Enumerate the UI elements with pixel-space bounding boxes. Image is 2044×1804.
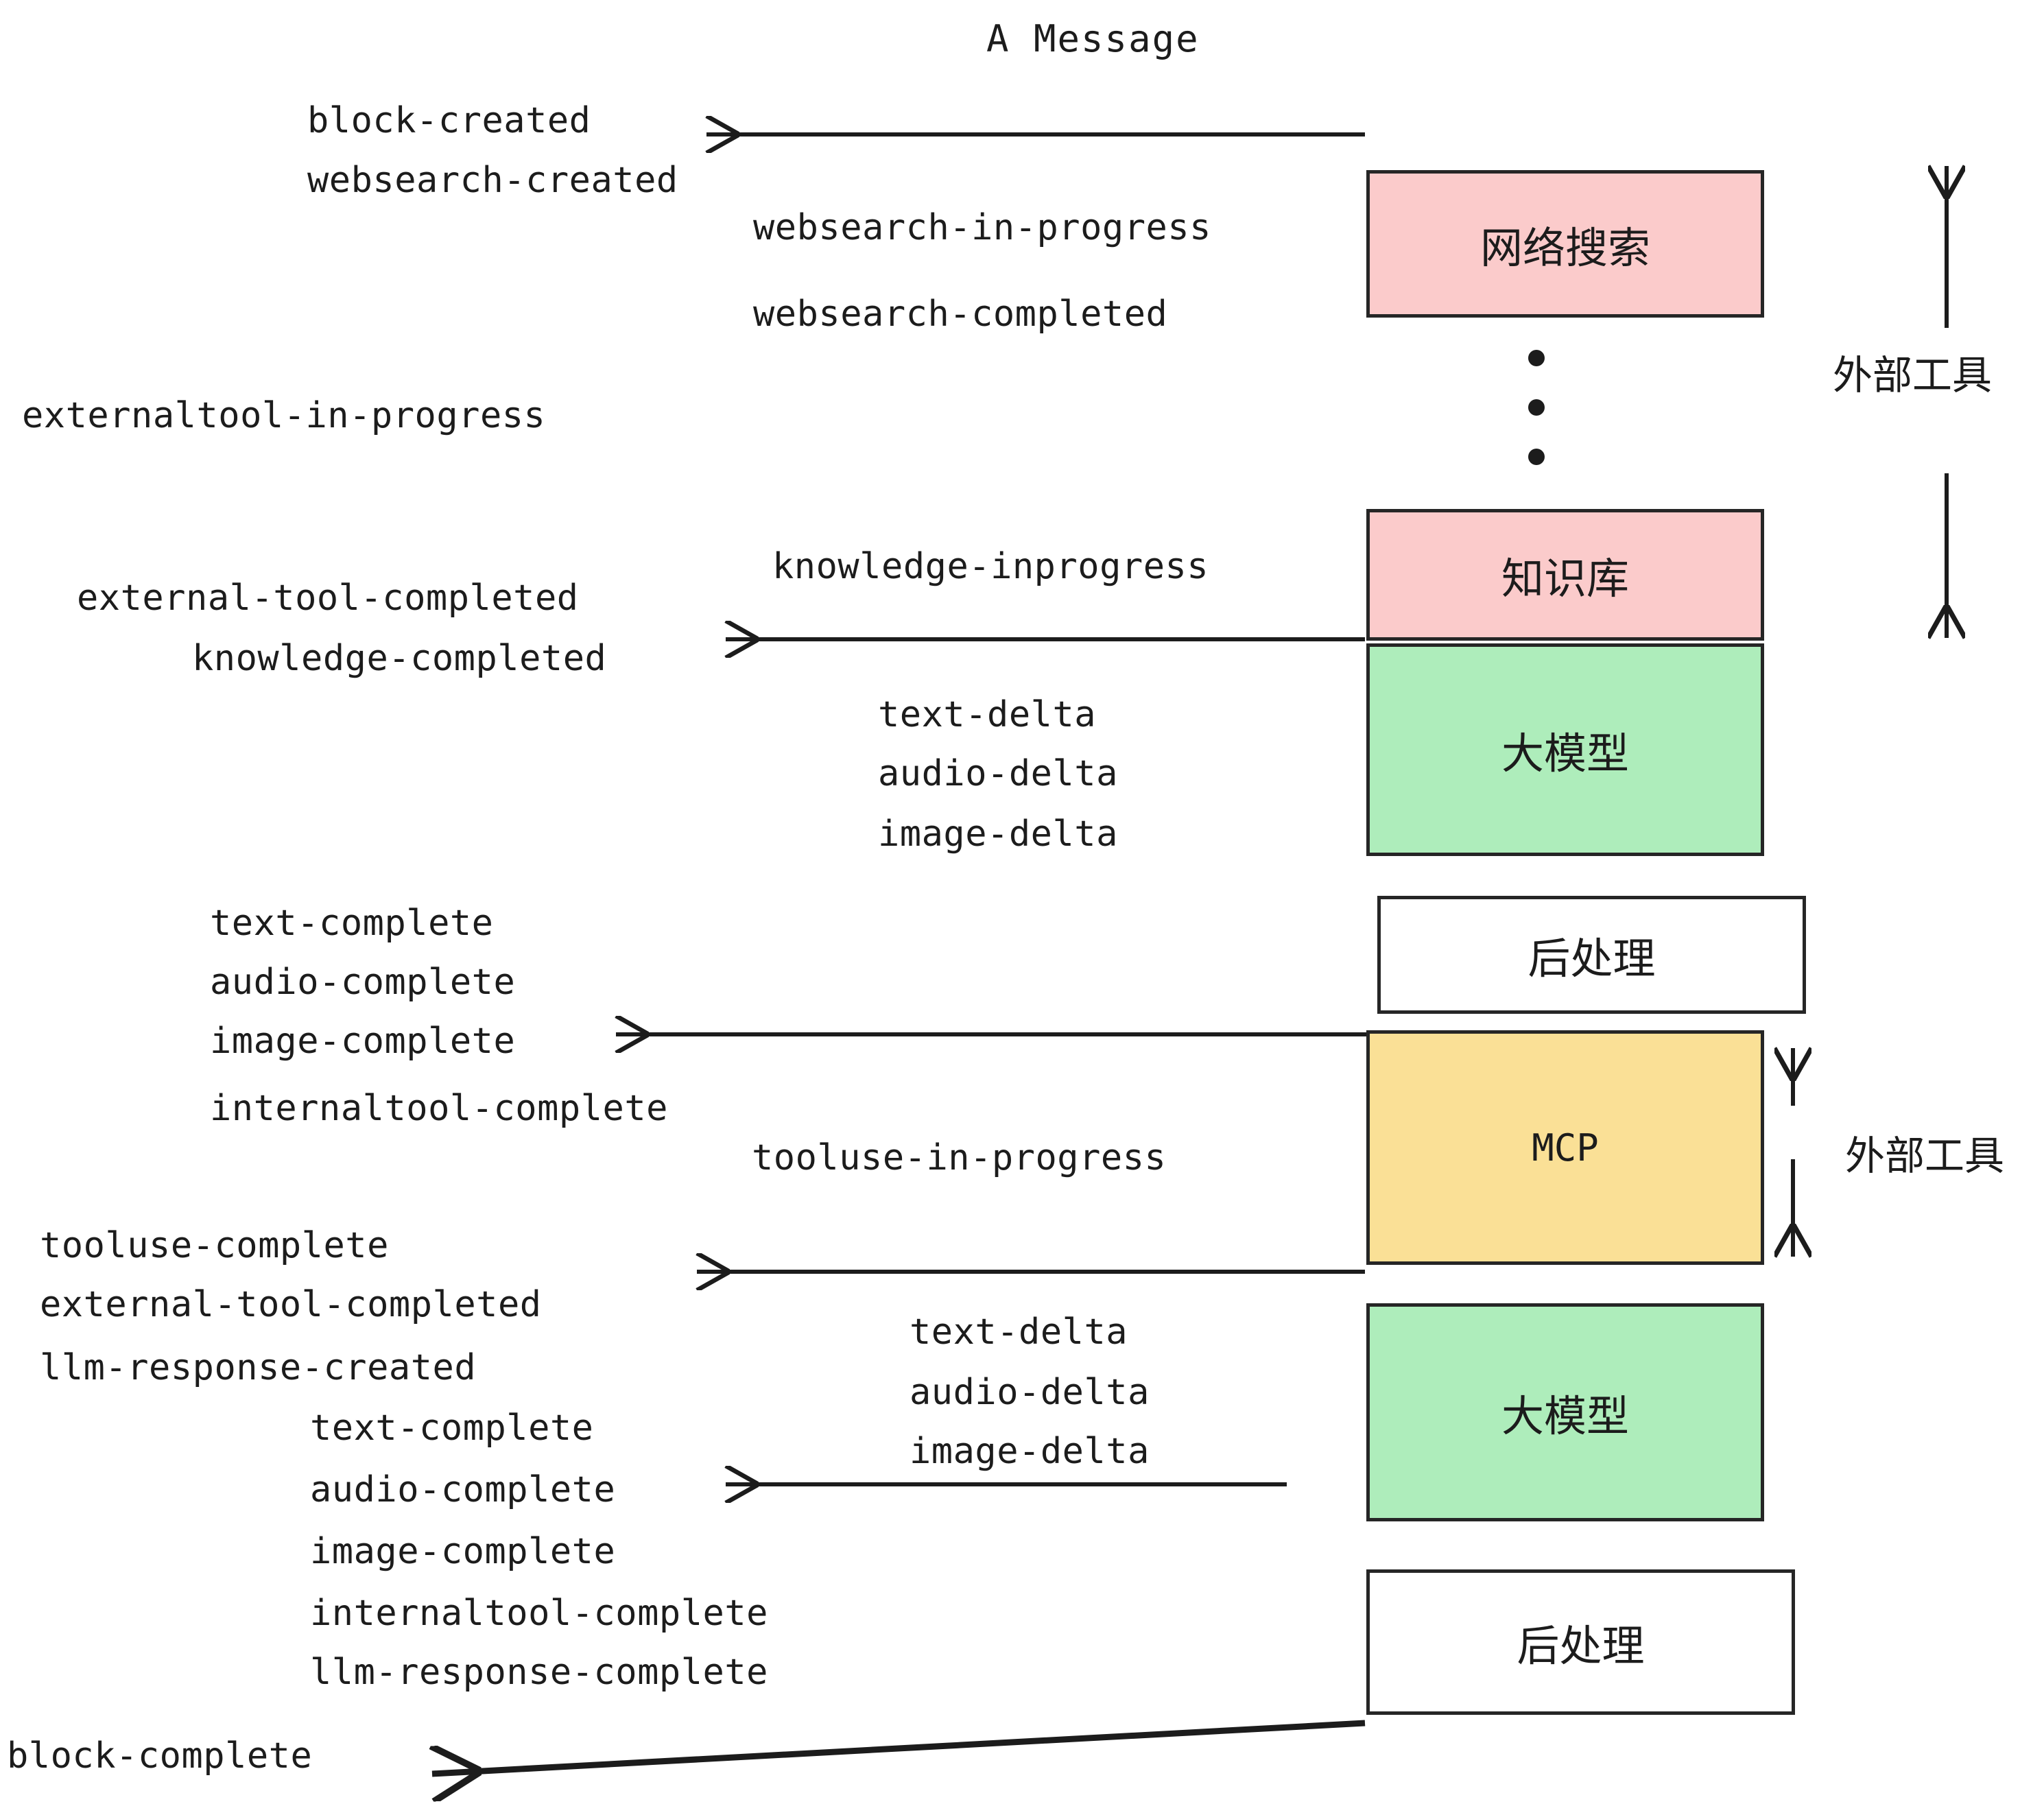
node-llm-first[interactable]: 大模型 bbox=[1366, 643, 1764, 856]
event-block-created: block-created bbox=[307, 100, 591, 141]
event-websearch-in-progress: websearch-in-progress bbox=[753, 207, 1211, 248]
event-text-delta-2: text-delta bbox=[910, 1312, 1128, 1353]
event-tooluse-complete: tooluse-complete bbox=[40, 1225, 389, 1266]
node-mcp[interactable]: MCP bbox=[1366, 1030, 1764, 1265]
event-audio-delta-2: audio-delta bbox=[910, 1372, 1150, 1413]
diagram-title: A Message bbox=[986, 17, 1200, 60]
event-external-tool-completed-1: external-tool-completed bbox=[77, 578, 579, 619]
event-knowledge-completed: knowledge-completed bbox=[192, 638, 607, 679]
node-postprocess-first[interactable]: 后处理 bbox=[1377, 896, 1806, 1014]
node-postprocess-second[interactable]: 后处理 bbox=[1366, 1569, 1795, 1715]
event-internaltool-complete-2: internaltool-complete bbox=[310, 1593, 768, 1634]
event-image-delta-1: image-delta bbox=[878, 814, 1118, 855]
event-text-complete-1: text-complete bbox=[210, 903, 494, 944]
side-label-external-tool-mcp: 外部工具 bbox=[1845, 1132, 2005, 1179]
ellipsis-dot bbox=[1528, 350, 1545, 366]
event-audio-delta-1: audio-delta bbox=[878, 753, 1118, 794]
event-text-complete-2: text-complete bbox=[310, 1408, 594, 1449]
event-image-delta-2: image-delta bbox=[910, 1431, 1150, 1472]
ellipsis-dot bbox=[1528, 449, 1545, 465]
event-image-complete-2: image-complete bbox=[310, 1531, 616, 1572]
ellipsis-dot bbox=[1528, 399, 1545, 416]
event-llm-response-created: llm-response-created bbox=[40, 1347, 477, 1388]
node-websearch[interactable]: 网络搜索 bbox=[1366, 170, 1764, 318]
side-label-external-tool-top: 外部工具 bbox=[1833, 352, 1993, 399]
event-text-delta-1: text-delta bbox=[878, 694, 1097, 735]
arrow-postprocess2-to-blockcomplete bbox=[432, 1720, 1366, 1774]
event-knowledge-inprogress: knowledge-inprogress bbox=[772, 546, 1209, 587]
event-externaltool-in-progress: externaltool-in-progress bbox=[22, 395, 546, 436]
event-websearch-completed: websearch-completed bbox=[753, 294, 1168, 335]
event-audio-complete-2: audio-complete bbox=[310, 1469, 616, 1510]
event-external-tool-completed-2: external-tool-completed bbox=[40, 1284, 542, 1325]
event-llm-response-complete: llm-response-complete bbox=[310, 1652, 768, 1693]
event-internaltool-complete-1: internaltool-complete bbox=[210, 1088, 668, 1129]
event-block-complete: block-complete bbox=[7, 1735, 313, 1777]
node-knowledge-base[interactable]: 知识库 bbox=[1366, 509, 1764, 641]
event-websearch-created: websearch-created bbox=[307, 160, 678, 201]
event-tooluse-in-progress: tooluse-in-progress bbox=[752, 1137, 1167, 1178]
event-image-complete-1: image-complete bbox=[210, 1021, 516, 1062]
event-audio-complete-1: audio-complete bbox=[210, 962, 516, 1003]
node-llm-second[interactable]: 大模型 bbox=[1366, 1303, 1764, 1521]
